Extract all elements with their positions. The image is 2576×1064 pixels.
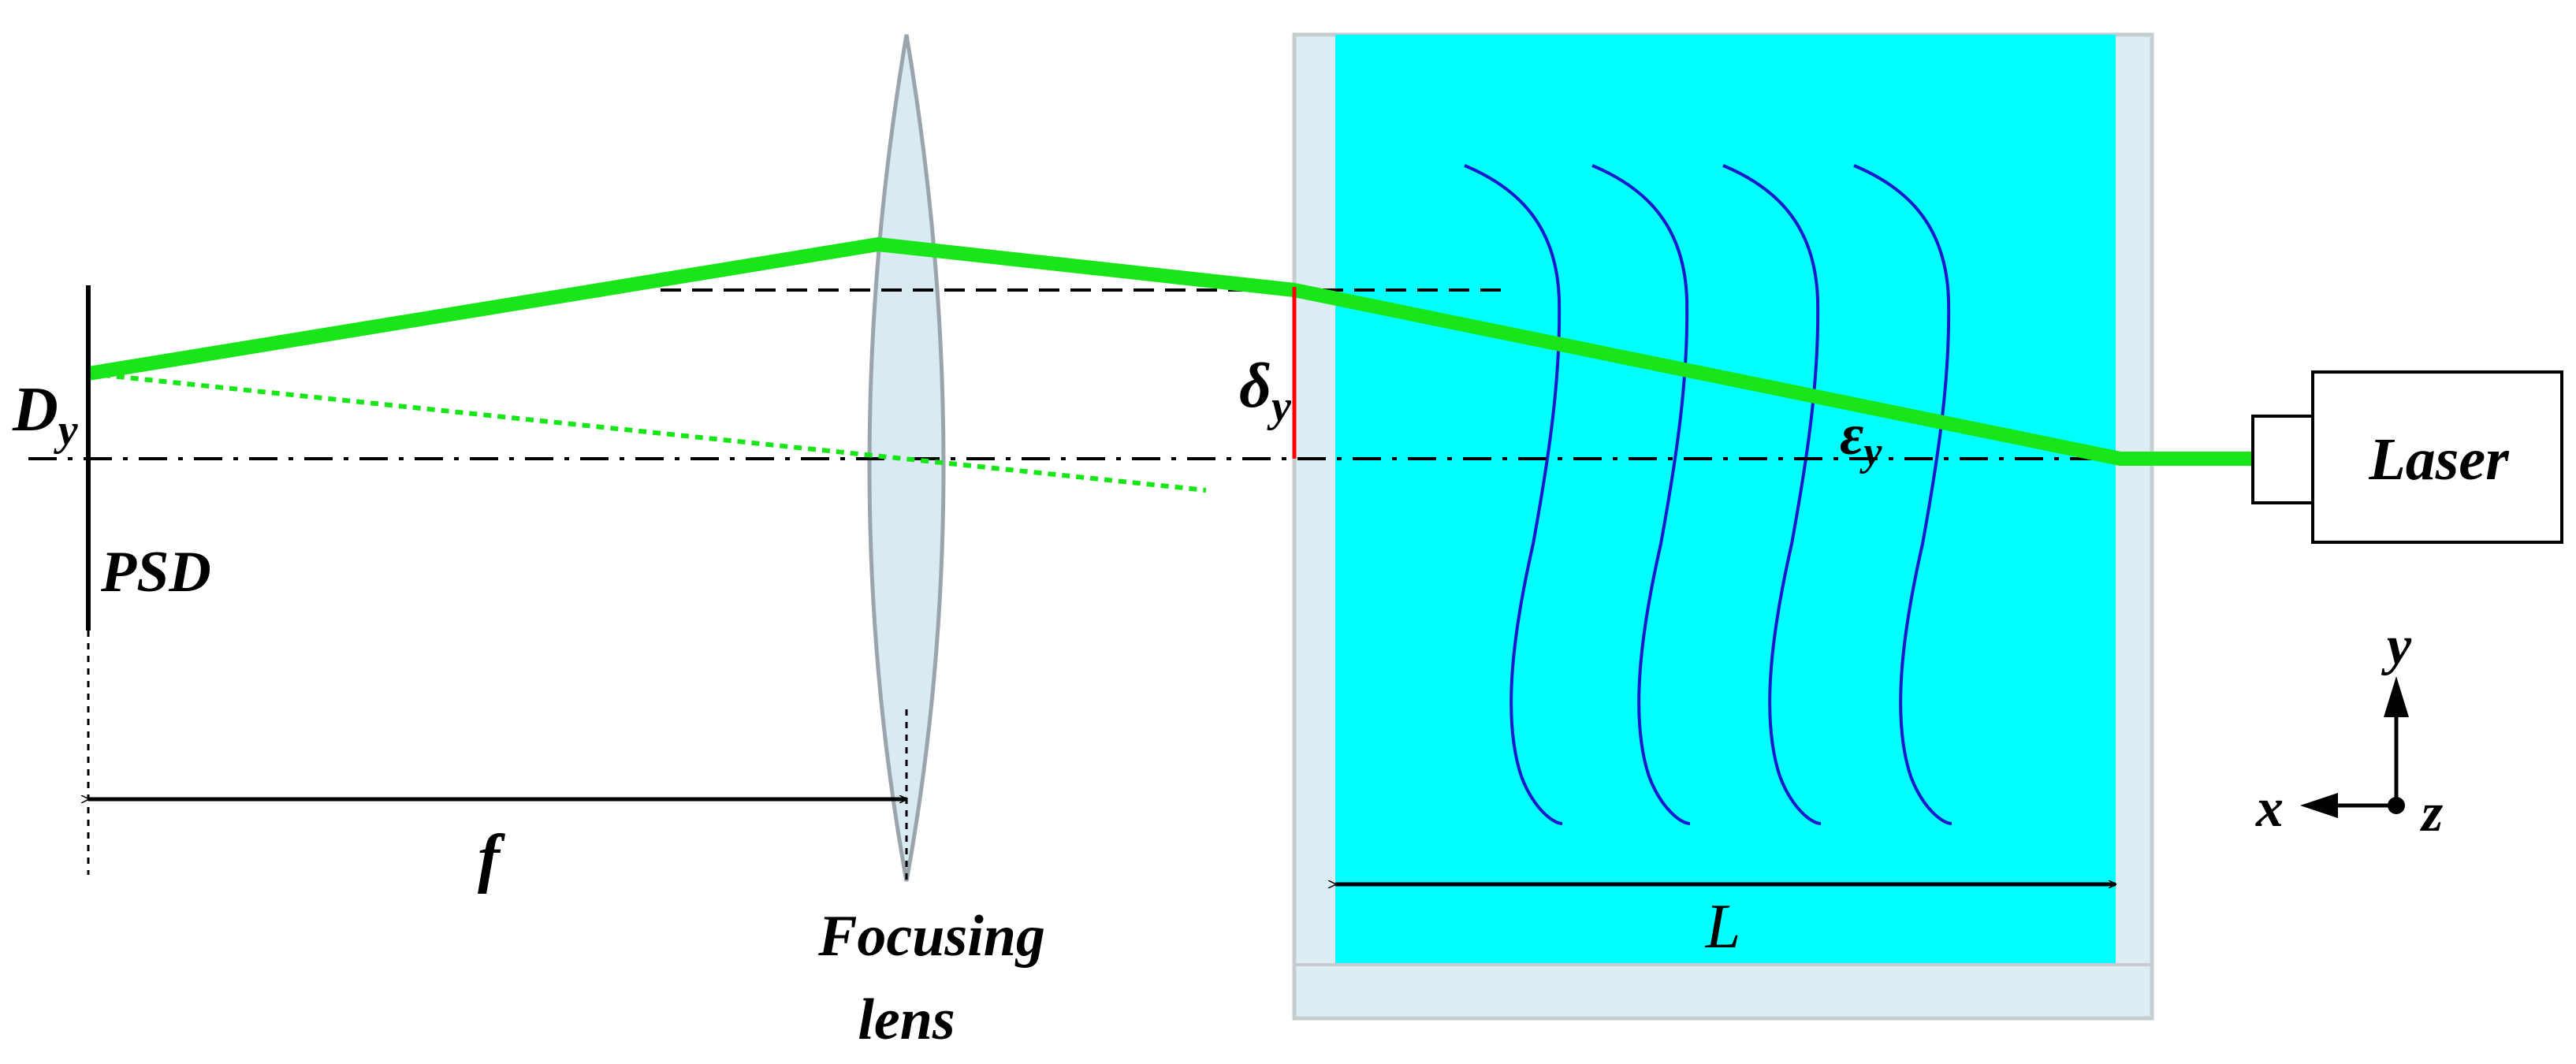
turbulence-wave [1464, 164, 1563, 825]
laser-body [2311, 370, 2563, 544]
label-dy: Dy [12, 375, 79, 455]
laser-box-icon [2251, 370, 2563, 544]
label-lens-line2: lens [858, 988, 955, 1052]
label-laser: Laser [2368, 426, 2510, 493]
label-focal-length: f [478, 821, 505, 895]
xyz-axes-icon [2300, 676, 2409, 818]
axis-y-arrowhead [2384, 676, 2409, 717]
label-lens-line1: Focusing [817, 904, 1045, 969]
turbulence-wave [1853, 164, 1952, 825]
label-psd: PSD [100, 540, 211, 605]
turbulence-wave [1722, 164, 1822, 825]
water-tank [1292, 32, 2154, 1021]
label-epsilon-y: εy [1840, 403, 1882, 474]
axis-z-dot [2388, 797, 2405, 814]
label-delta-y: δy [1239, 352, 1292, 431]
label-length: L [1705, 892, 1741, 962]
undeflected-ray [87, 371, 1207, 493]
axis-x-arrowhead [2300, 793, 2338, 818]
turbulent-medium [1335, 35, 2116, 963]
turbulence-waves [1464, 164, 1952, 825]
label-axis-x: x [2255, 778, 2284, 839]
label-axis-y: y [2381, 616, 2412, 676]
label-axis-z: z [2420, 783, 2443, 843]
laser-nozzle [2251, 415, 2314, 504]
turbulence-wave [1591, 164, 1691, 825]
